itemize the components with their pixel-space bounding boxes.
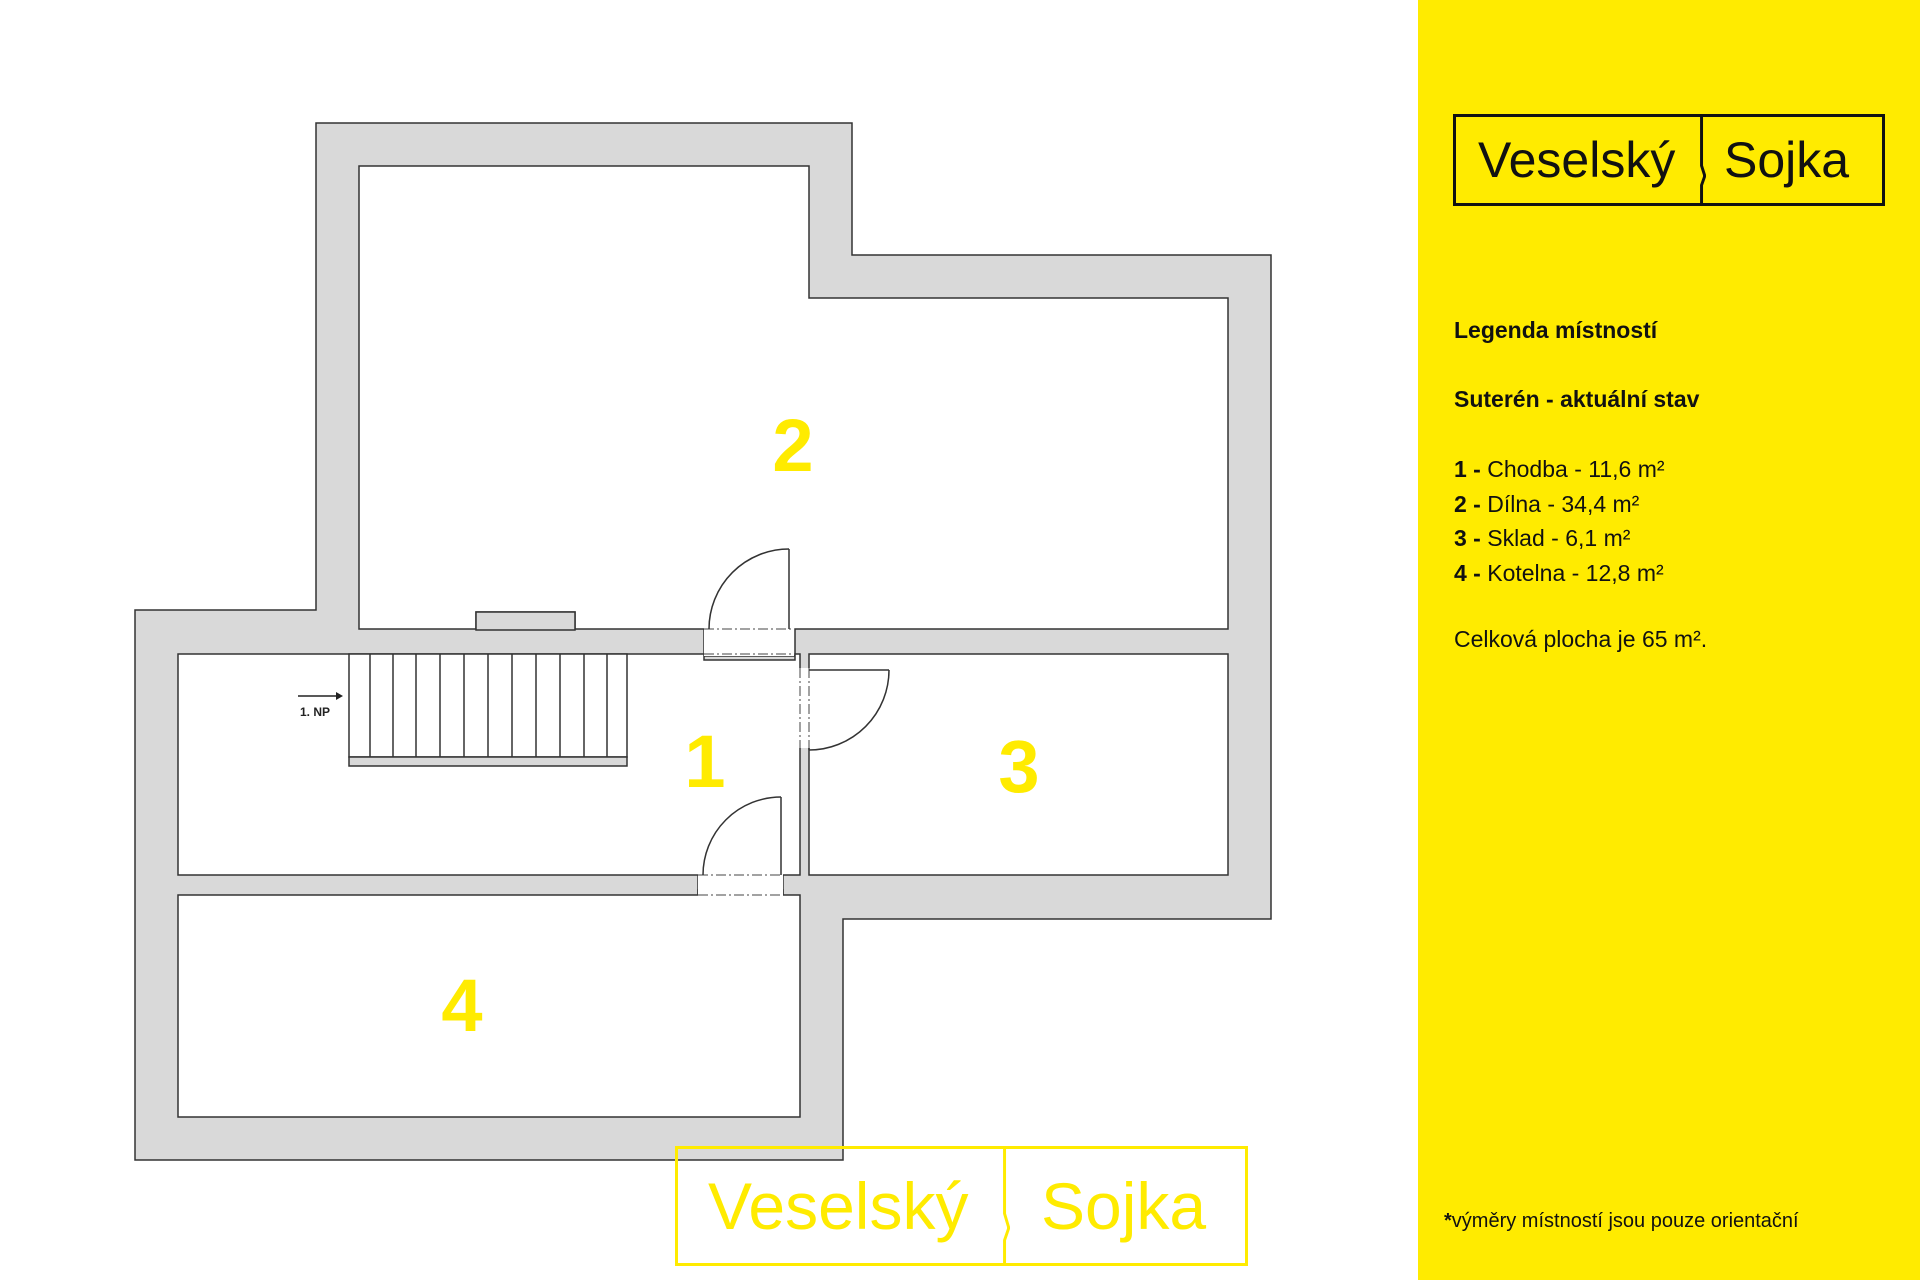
floor-plan-area: 1. NP 2 1 3 4 Veselský Sojka bbox=[134, 122, 1272, 1266]
door-gap-1-4 bbox=[698, 874, 783, 896]
room-number: 2 - bbox=[1454, 490, 1481, 517]
door-swing-1-4 bbox=[702, 796, 782, 876]
watermark-logo: Veselský Sojka bbox=[675, 1146, 1248, 1266]
legend-sidebar: Veselský Sojka Legenda místností Suterén… bbox=[1418, 0, 1920, 1280]
logo-word-2: Sojka bbox=[1041, 1169, 1207, 1243]
list-item: 2 - Dílna - 34,4 m² bbox=[1454, 487, 1665, 522]
room-label-4: 4 bbox=[441, 964, 483, 1047]
logo-divider bbox=[1003, 1149, 1010, 1263]
room-description: Chodba - 11,6 m² bbox=[1480, 456, 1665, 482]
door-swing-2-1 bbox=[708, 548, 790, 630]
room-3-floor bbox=[808, 653, 1229, 876]
logo-word-2: Sojka bbox=[1724, 132, 1850, 188]
room-label-3: 3 bbox=[998, 725, 1040, 808]
door-gap-2-1 bbox=[704, 628, 794, 656]
staircase bbox=[348, 611, 628, 767]
door-gap-1-3 bbox=[799, 668, 810, 748]
room-4-floor bbox=[177, 889, 801, 1118]
logo-divider bbox=[1700, 117, 1706, 203]
floor-plan bbox=[134, 122, 1272, 1161]
door-swing-1-3 bbox=[808, 669, 890, 751]
total-area: Celková plocha je 65 m². bbox=[1454, 626, 1708, 652]
legend-title: Legenda místností bbox=[1454, 317, 1658, 343]
room-number: 4 - bbox=[1454, 559, 1481, 586]
room-description: Sklad - 6,1 m² bbox=[1480, 525, 1631, 551]
stair-arrow-icon bbox=[298, 692, 343, 700]
note-text: výměry místností jsou pouze orientační bbox=[1451, 1210, 1799, 1232]
brand-logo: Veselský Sojka bbox=[1453, 114, 1885, 206]
list-item: 1 - Chodba - 11,6 m² bbox=[1454, 452, 1665, 487]
list-item: 4 - Kotelna - 12,8 m² bbox=[1454, 556, 1665, 591]
room-description: Dílna - 34,4 m² bbox=[1480, 490, 1640, 517]
note-asterisk: * bbox=[1444, 1210, 1452, 1232]
stair-level-label: 1. NP bbox=[300, 705, 331, 719]
room-number: 3 - bbox=[1454, 525, 1481, 551]
room-label-2: 2 bbox=[772, 404, 814, 487]
room-description: Kotelna - 12,8 m² bbox=[1480, 559, 1664, 586]
logo-word-1: Veselský bbox=[708, 1169, 969, 1243]
room-list: 1 - Chodba - 11,6 m² 2 - Dílna - 34,4 m²… bbox=[1454, 452, 1665, 590]
room-label-1: 1 bbox=[684, 720, 726, 803]
legend-subtitle: Suterén - aktuální stav bbox=[1454, 386, 1700, 412]
list-item: 3 - Sklad - 6,1 m² bbox=[1454, 521, 1665, 556]
area-disclaimer: *výměry místností jsou pouze orientační bbox=[1444, 1210, 1799, 1233]
room-number: 1 - bbox=[1454, 456, 1481, 482]
logo-word-1: Veselský bbox=[1478, 132, 1676, 188]
